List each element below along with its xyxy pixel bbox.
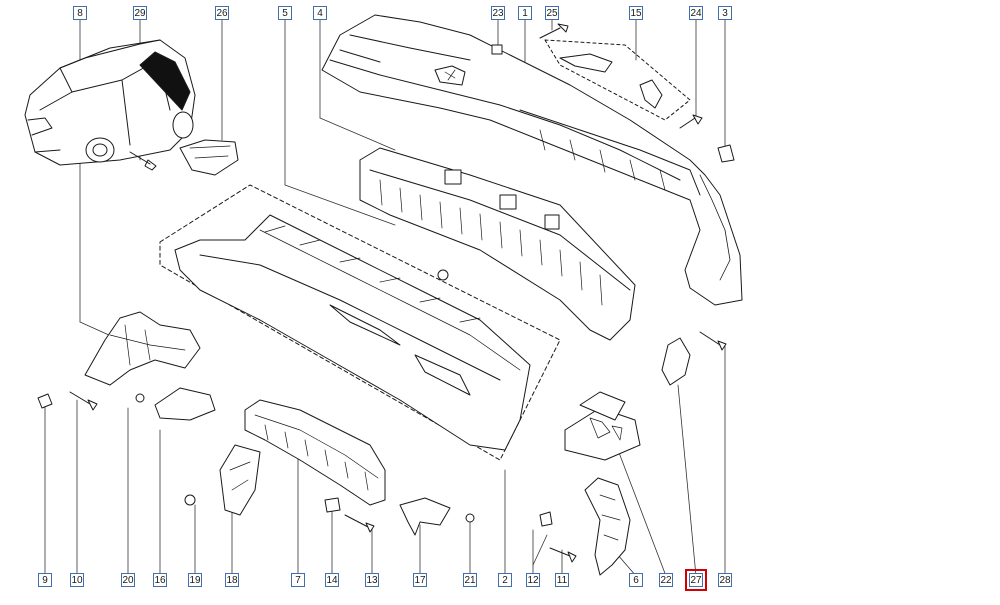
- part-12-clip: [539, 511, 553, 527]
- part-29-screw: [129, 151, 157, 171]
- part-14-clip: [324, 497, 341, 513]
- callout-17[interactable]: 17: [413, 573, 427, 587]
- callout-29[interactable]: 29: [133, 6, 147, 20]
- callout-23[interactable]: 23: [491, 6, 505, 20]
- callout-6[interactable]: 6: [629, 573, 643, 587]
- part-17-bracket: [399, 497, 451, 536]
- callout-9[interactable]: 9: [38, 573, 52, 587]
- part-8-bracket: [84, 311, 201, 386]
- part-4-reinforcement: [359, 147, 636, 341]
- callout-3[interactable]: 3: [718, 6, 732, 20]
- callout-22[interactable]: 22: [659, 573, 673, 587]
- part-9-clip: [37, 393, 53, 409]
- callout-21[interactable]: 21: [463, 573, 477, 587]
- callout-27-selected[interactable]: 27: [685, 569, 707, 591]
- callout-26[interactable]: 26: [215, 6, 229, 20]
- callout-25[interactable]: 25: [545, 6, 559, 20]
- vehicle-thumbnail: [24, 39, 196, 166]
- part-16-bracket: [154, 387, 216, 421]
- callout-14[interactable]: 14: [325, 573, 339, 587]
- part-11-screw: [549, 547, 577, 563]
- callout-19[interactable]: 19: [188, 573, 202, 587]
- part-28-screw: [699, 331, 727, 351]
- part-7-absorber: [244, 399, 386, 506]
- callout-20[interactable]: 20: [121, 573, 135, 587]
- part-24-screw: [679, 114, 703, 129]
- callout-1[interactable]: 1: [518, 6, 532, 20]
- callout-11[interactable]: 11: [555, 573, 569, 587]
- callout-8[interactable]: 8: [73, 6, 87, 20]
- callout-13[interactable]: 13: [365, 573, 379, 587]
- callout-5[interactable]: 5: [278, 6, 292, 20]
- part-21-nut: [465, 513, 475, 523]
- part-27-part: [661, 337, 691, 386]
- callout-24[interactable]: 24: [689, 6, 703, 20]
- part-22-kit-box: [564, 391, 641, 461]
- part-20-nut: [135, 393, 145, 403]
- callout-7[interactable]: 7: [291, 573, 305, 587]
- part-19-nut: [184, 494, 196, 506]
- callout-12[interactable]: 12: [526, 573, 540, 587]
- part-18-bracket: [219, 444, 261, 516]
- callout-16[interactable]: 16: [153, 573, 167, 587]
- part-6-bracket: [584, 477, 631, 576]
- part-15-brackets: [544, 39, 691, 121]
- part-1-bumper-cover: [321, 14, 743, 306]
- leader-lines: [44, 19, 726, 577]
- callout-2[interactable]: 2: [498, 573, 512, 587]
- callout-18[interactable]: 18: [225, 573, 239, 587]
- callout-28[interactable]: 28: [718, 573, 732, 587]
- part-10-screw: [69, 391, 98, 411]
- part-13-screw: [344, 514, 375, 533]
- callout-4[interactable]: 4: [313, 6, 327, 20]
- callout-10[interactable]: 10: [70, 573, 84, 587]
- part-3-clip: [717, 144, 735, 163]
- callout-15[interactable]: 15: [629, 6, 643, 20]
- part-2-diffuser: [174, 214, 531, 451]
- part-2-bbox: [159, 184, 561, 461]
- part-25-screw: [539, 23, 569, 39]
- part-23-clip: [491, 44, 503, 55]
